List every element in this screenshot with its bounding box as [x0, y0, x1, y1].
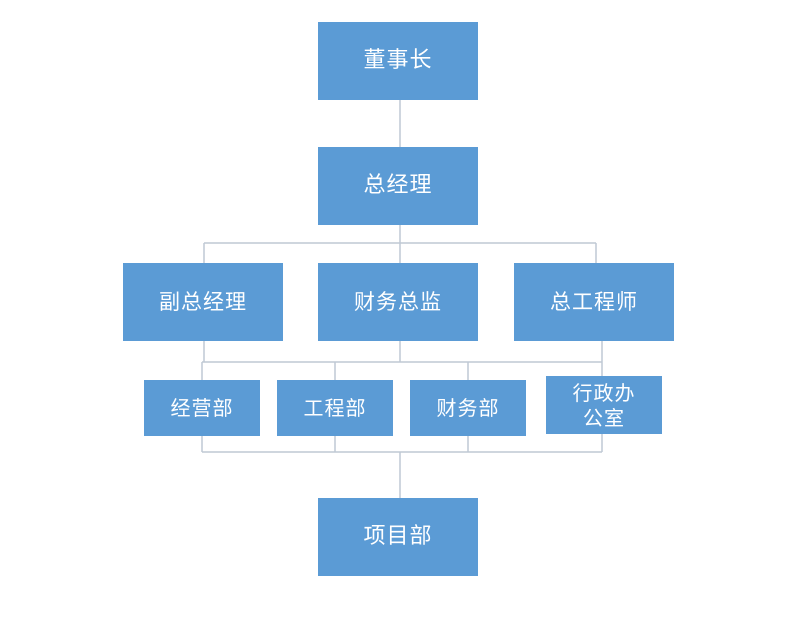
node-chairman: 董事长 — [318, 22, 478, 100]
node-business-dept-label: 经营部 — [170, 395, 234, 420]
node-chief-engineer-label: 总工程师 — [550, 289, 638, 314]
node-admin-office-text: 行政办 公室 — [573, 381, 636, 431]
node-admin-office-label-line1: 行政办 — [572, 381, 636, 405]
node-deputy-gm: 副总经理 — [123, 263, 283, 341]
node-chief-engineer: 总工程师 — [514, 263, 674, 341]
node-finance-director-label: 财务总监 — [354, 289, 442, 314]
node-project-dept: 项目部 — [318, 498, 478, 576]
node-finance-dept: 财务部 — [410, 380, 526, 436]
node-admin-office: 行政办 公室 — [546, 376, 662, 434]
node-deputy-gm-label: 副总经理 — [159, 289, 247, 314]
node-engineering-dept-label: 工程部 — [303, 395, 367, 420]
node-project-dept-label: 项目部 — [363, 524, 433, 550]
node-chairman-label: 董事长 — [363, 48, 433, 74]
node-general-manager: 总经理 — [318, 147, 478, 225]
node-business-dept: 经营部 — [144, 380, 260, 436]
node-general-manager-label: 总经理 — [363, 173, 433, 199]
node-finance-dept-label: 财务部 — [436, 395, 500, 420]
node-admin-office-label-line2: 公室 — [583, 406, 625, 430]
node-finance-director: 财务总监 — [318, 263, 478, 341]
node-engineering-dept: 工程部 — [277, 380, 393, 436]
